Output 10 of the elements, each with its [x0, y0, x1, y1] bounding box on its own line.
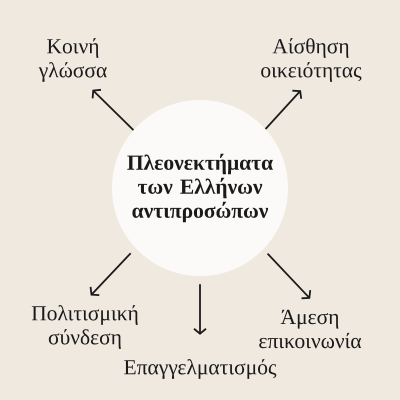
arrow [264, 90, 302, 130]
arrow [266, 253, 312, 300]
arrow [90, 252, 132, 296]
arrow [92, 88, 134, 131]
text-label: Κοινή γλώσσα [38, 38, 107, 82]
text-label: Αίσθηση οικειότητας [261, 38, 362, 82]
text-label: Άμεση επικοινωνία [259, 310, 362, 348]
text-label: Επαγγελματισμός [124, 359, 276, 379]
arrow [193, 284, 207, 335]
text-label: Πολιτισμική σύνδεση [32, 305, 138, 349]
